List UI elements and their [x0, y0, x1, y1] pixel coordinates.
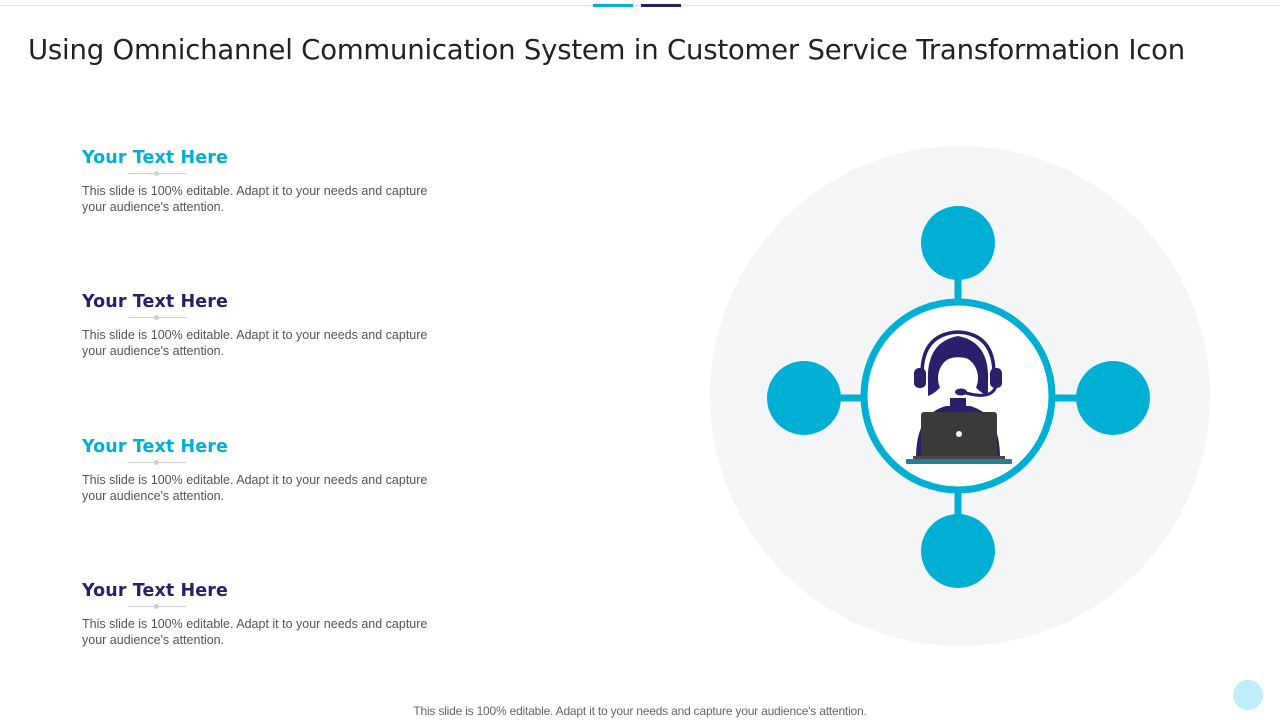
text-block-4: Your Text Here This slide is 100% editab… [82, 580, 462, 648]
top-accent-navy [641, 4, 681, 7]
text-block-2: Your Text Here This slide is 100% editab… [82, 291, 462, 359]
divider-dot [154, 171, 159, 176]
text-block-body: This slide is 100% editable. Adapt it to… [82, 617, 428, 647]
text-block-body: This slide is 100% editable. Adapt it to… [82, 328, 428, 358]
divider-dot [154, 460, 159, 465]
text-block-heading: Your Text Here [82, 437, 228, 457]
customer-service-agent-icon [906, 330, 1012, 464]
omnichannel-graphic [710, 146, 1210, 646]
text-block-heading: Your Text Here [82, 292, 228, 312]
heading-divider [128, 460, 186, 465]
heading-divider [128, 604, 186, 609]
node-top [921, 206, 995, 280]
top-rule [0, 5, 1280, 6]
footer-note: This slide is 100% editable. Adapt it to… [413, 704, 867, 718]
divider-dot [154, 604, 159, 609]
heading-divider [128, 171, 186, 176]
node-bottom [921, 514, 995, 588]
corner-bubble[interactable] [1233, 680, 1263, 710]
divider-dot [154, 315, 159, 320]
text-block-heading: Your Text Here [82, 148, 228, 168]
node-right [1076, 361, 1150, 435]
heading-divider [128, 315, 186, 320]
connector-lines [840, 278, 1078, 516]
text-block-3: Your Text Here This slide is 100% editab… [82, 436, 462, 504]
text-block-heading: Your Text Here [82, 581, 228, 601]
text-block-body: This slide is 100% editable. Adapt it to… [82, 473, 428, 503]
top-accent-cyan [593, 4, 633, 7]
text-block-1: Your Text Here This slide is 100% editab… [82, 147, 462, 215]
page-title: Using Omnichannel Communication System i… [28, 34, 1186, 66]
text-block-body: This slide is 100% editable. Adapt it to… [82, 184, 428, 214]
node-left [767, 361, 841, 435]
